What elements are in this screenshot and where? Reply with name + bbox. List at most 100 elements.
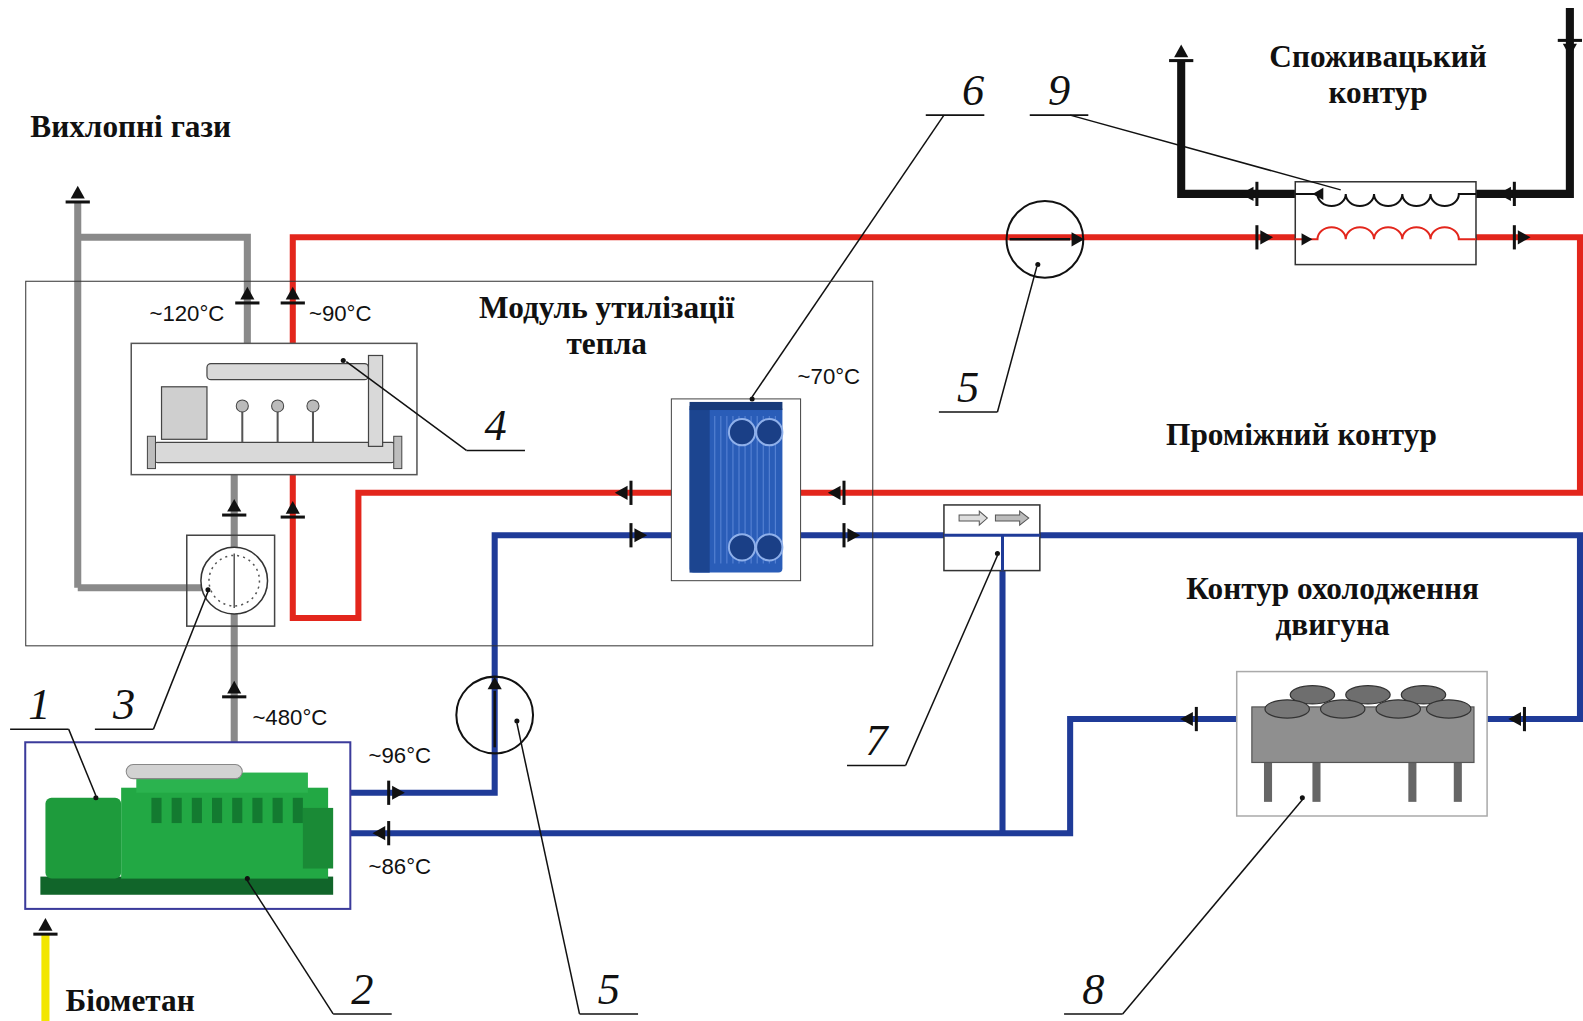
callout-underline [333,1013,392,1015]
cooling-pipe [350,535,671,793]
pipe-flange [66,200,90,203]
cooler-fan [1376,700,1420,718]
pipe-flange [629,523,632,547]
arrow-head [615,486,628,500]
plate-exchanger-box [671,399,800,581]
cooler-fan [1265,700,1309,718]
arrow-head [240,287,254,300]
arrow-head [373,826,386,840]
pipe-flange [842,523,845,547]
arrow-head [227,499,241,512]
arrow-head [71,186,85,199]
leader-line [517,723,580,1014]
callout-number: 5 [598,967,620,1011]
plate-port [756,419,782,445]
exhaust-exchanger-box [131,343,417,474]
leader-dot [93,795,98,800]
pump-arrow [1010,238,1071,241]
valve-arrow [959,511,987,525]
plate-frame [690,406,710,573]
arrow-head [1180,712,1193,726]
callout-number: 9 [1048,69,1070,113]
cylinder-head [293,798,303,823]
leader-dot [205,587,210,592]
arrow-head [227,681,241,694]
arrow-head [847,528,860,542]
arrow-head [1302,233,1313,245]
gas-pipe [41,934,49,1021]
arrow-head [828,486,841,500]
circuit-label: Проміжний контур [1166,417,1437,453]
pipe-flange [1195,707,1198,731]
leader-dot [245,876,250,881]
callout-underline [926,114,985,116]
circuit-label: Контур охолодження двигуна [1151,571,1514,643]
pipe-flange [1513,225,1516,249]
callout-number: 2 [351,967,373,1011]
arrow-head [1241,187,1254,201]
arrow-head [1563,44,1577,57]
flap-valve [201,547,268,614]
pipe-flange [235,301,259,304]
cooler-fan [1427,700,1471,718]
leader-dot [1035,262,1040,267]
consumer-pipe [1181,61,1295,194]
leader-line [247,881,333,1014]
callout-underline [1064,1013,1123,1015]
cylinder-head [212,798,222,823]
leader-line [69,729,96,796]
temperature-label: ~90°C [309,303,372,325]
callout-number: 5 [957,366,979,410]
arrow-head [1498,187,1511,201]
plate-port [729,419,755,445]
plate-line [714,416,715,563]
plate-line [726,416,727,563]
plate-port [729,534,755,560]
leader-dot [514,719,519,724]
pipe-flange [1523,707,1526,731]
pipe-flange [281,301,305,304]
circuit-label: Вихлопні гази [30,109,231,145]
cooler-box [1237,672,1487,816]
temperature-label: ~86°C [368,855,431,877]
arrow-head [1508,712,1521,726]
cooler-leg [1312,759,1320,801]
coil [1295,227,1476,239]
temperature-label: ~120°C [149,303,224,325]
three-way-valve-box [944,505,1040,571]
arrow-head [488,677,502,690]
pipe-flange [842,481,845,505]
temperature-label: ~480°C [252,707,327,729]
callout-underline [579,1013,638,1015]
exhaust-pipe [74,202,81,588]
callout-number: 4 [485,404,507,448]
pipe-flange [33,933,57,936]
cylinder-head [252,798,262,823]
exchanger-shell [153,442,395,462]
plate-pack [690,406,783,573]
callout-number: 6 [962,69,984,113]
pipe-flange [222,695,246,698]
pipe-flange [1169,59,1193,62]
hot-pipe [801,237,1580,493]
cylinder-head [273,798,283,823]
leader-line [1123,800,1303,1014]
circuit-label: Споживацький контур [1247,38,1509,110]
leader-dot [1300,795,1305,800]
cylinder-head [192,798,202,823]
exchanger-riser [368,355,382,446]
plate-bar [690,402,783,410]
callout-underline [466,450,525,452]
arrow-head [286,287,300,300]
exchanger-valve-block [162,387,207,440]
cooling-pipe [350,719,1236,833]
valve-wheel [236,400,248,412]
valve-wheel [307,400,319,412]
callout-underline [10,728,69,730]
leader-line [346,362,466,451]
exchanger-flange [394,436,402,468]
leader-line [906,555,998,765]
cylinder-head [151,798,161,823]
